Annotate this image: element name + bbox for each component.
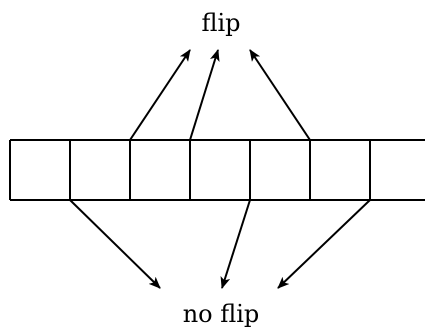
flip-arrow: [129, 49, 191, 141]
flip-label: flip: [201, 9, 240, 37]
arrow-group: [69, 49, 371, 289]
flip-arrow: [189, 49, 220, 141]
flip-arrow: [249, 49, 311, 141]
cell-strip: [9, 139, 425, 201]
no-flip-arrow: [220, 199, 251, 289]
no-flip-arrow: [277, 199, 371, 289]
no-flip-label: no flip: [183, 300, 260, 328]
no-flip-arrow: [69, 199, 161, 289]
